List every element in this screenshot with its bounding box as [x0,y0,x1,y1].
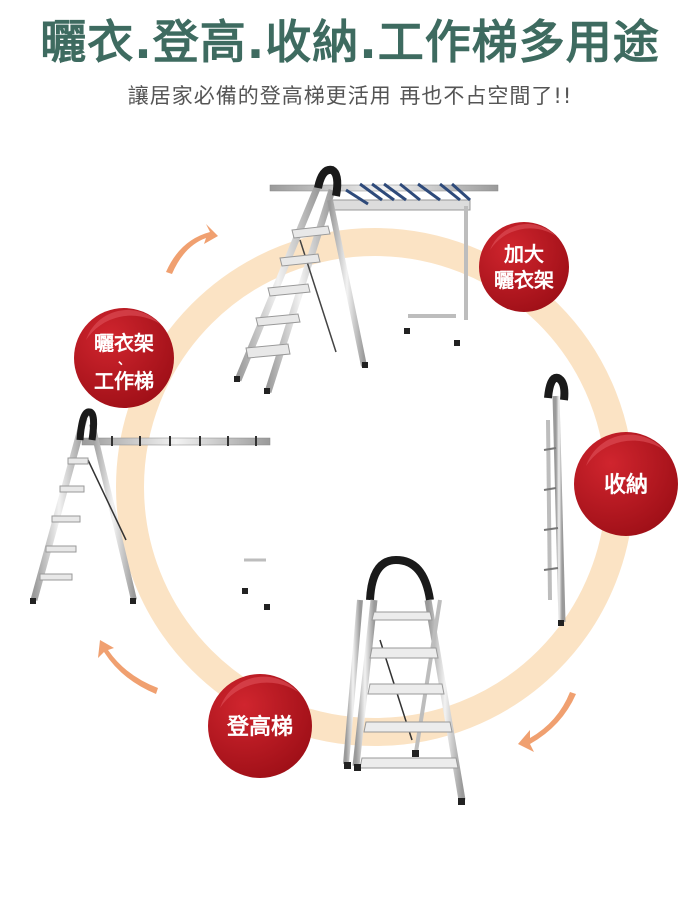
badge-label: 登高梯 [226,714,293,740]
badge-label: 曬衣架 [94,331,154,355]
badge-label: 收納 [604,472,648,498]
step-ladder-image [343,555,466,805]
subline: 讓居家必備的登高梯更活用 再也不占空間了!! [127,84,573,108]
headline: 曬衣.登高.收納.工作梯多用途 [40,15,660,69]
badge-label: 工作梯 [94,369,154,393]
cycle-arrow-icon [166,224,218,274]
cycle-arrow-icon [518,692,576,752]
badge-label: 加大 [503,242,544,266]
folded-ladder-image [543,373,569,626]
badge-label: 、 [118,353,130,367]
badge-step-ladder: 登高梯 [208,674,312,778]
cycle-arrow-icon [98,640,158,694]
clothes-rack-ladder-image [234,165,499,394]
rack-ladder-image [30,408,271,610]
badge-rack-workladder: 曬衣架 、 工作梯 [74,308,174,408]
badge-label: 曬衣架 [494,268,554,292]
badge-storage: 收納 [574,432,678,536]
badge-large-rack: 加大 曬衣架 [479,222,569,312]
